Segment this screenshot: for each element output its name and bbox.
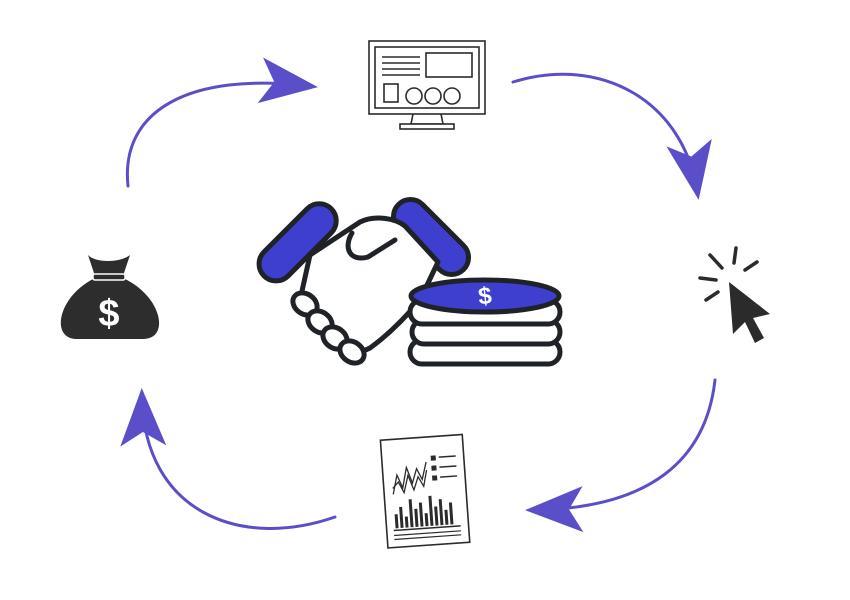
report-chart-icon [379,433,471,549]
cycle-arrows [120,57,717,533]
coin-dollar-symbol: $ [477,282,494,310]
arrow-website-to-click [511,72,712,200]
handshake-coins-icon [256,196,563,367]
arrow-analytics-to-revenue [120,388,337,530]
arrow-click-to-analytics [525,378,717,533]
money-bag-icon: $ [60,255,160,339]
arrow-revenue-to-website [125,57,318,188]
money-bag-symbol: $ [98,293,119,335]
monitor-website-icon [368,40,486,130]
mouse-click-icon [698,246,770,343]
